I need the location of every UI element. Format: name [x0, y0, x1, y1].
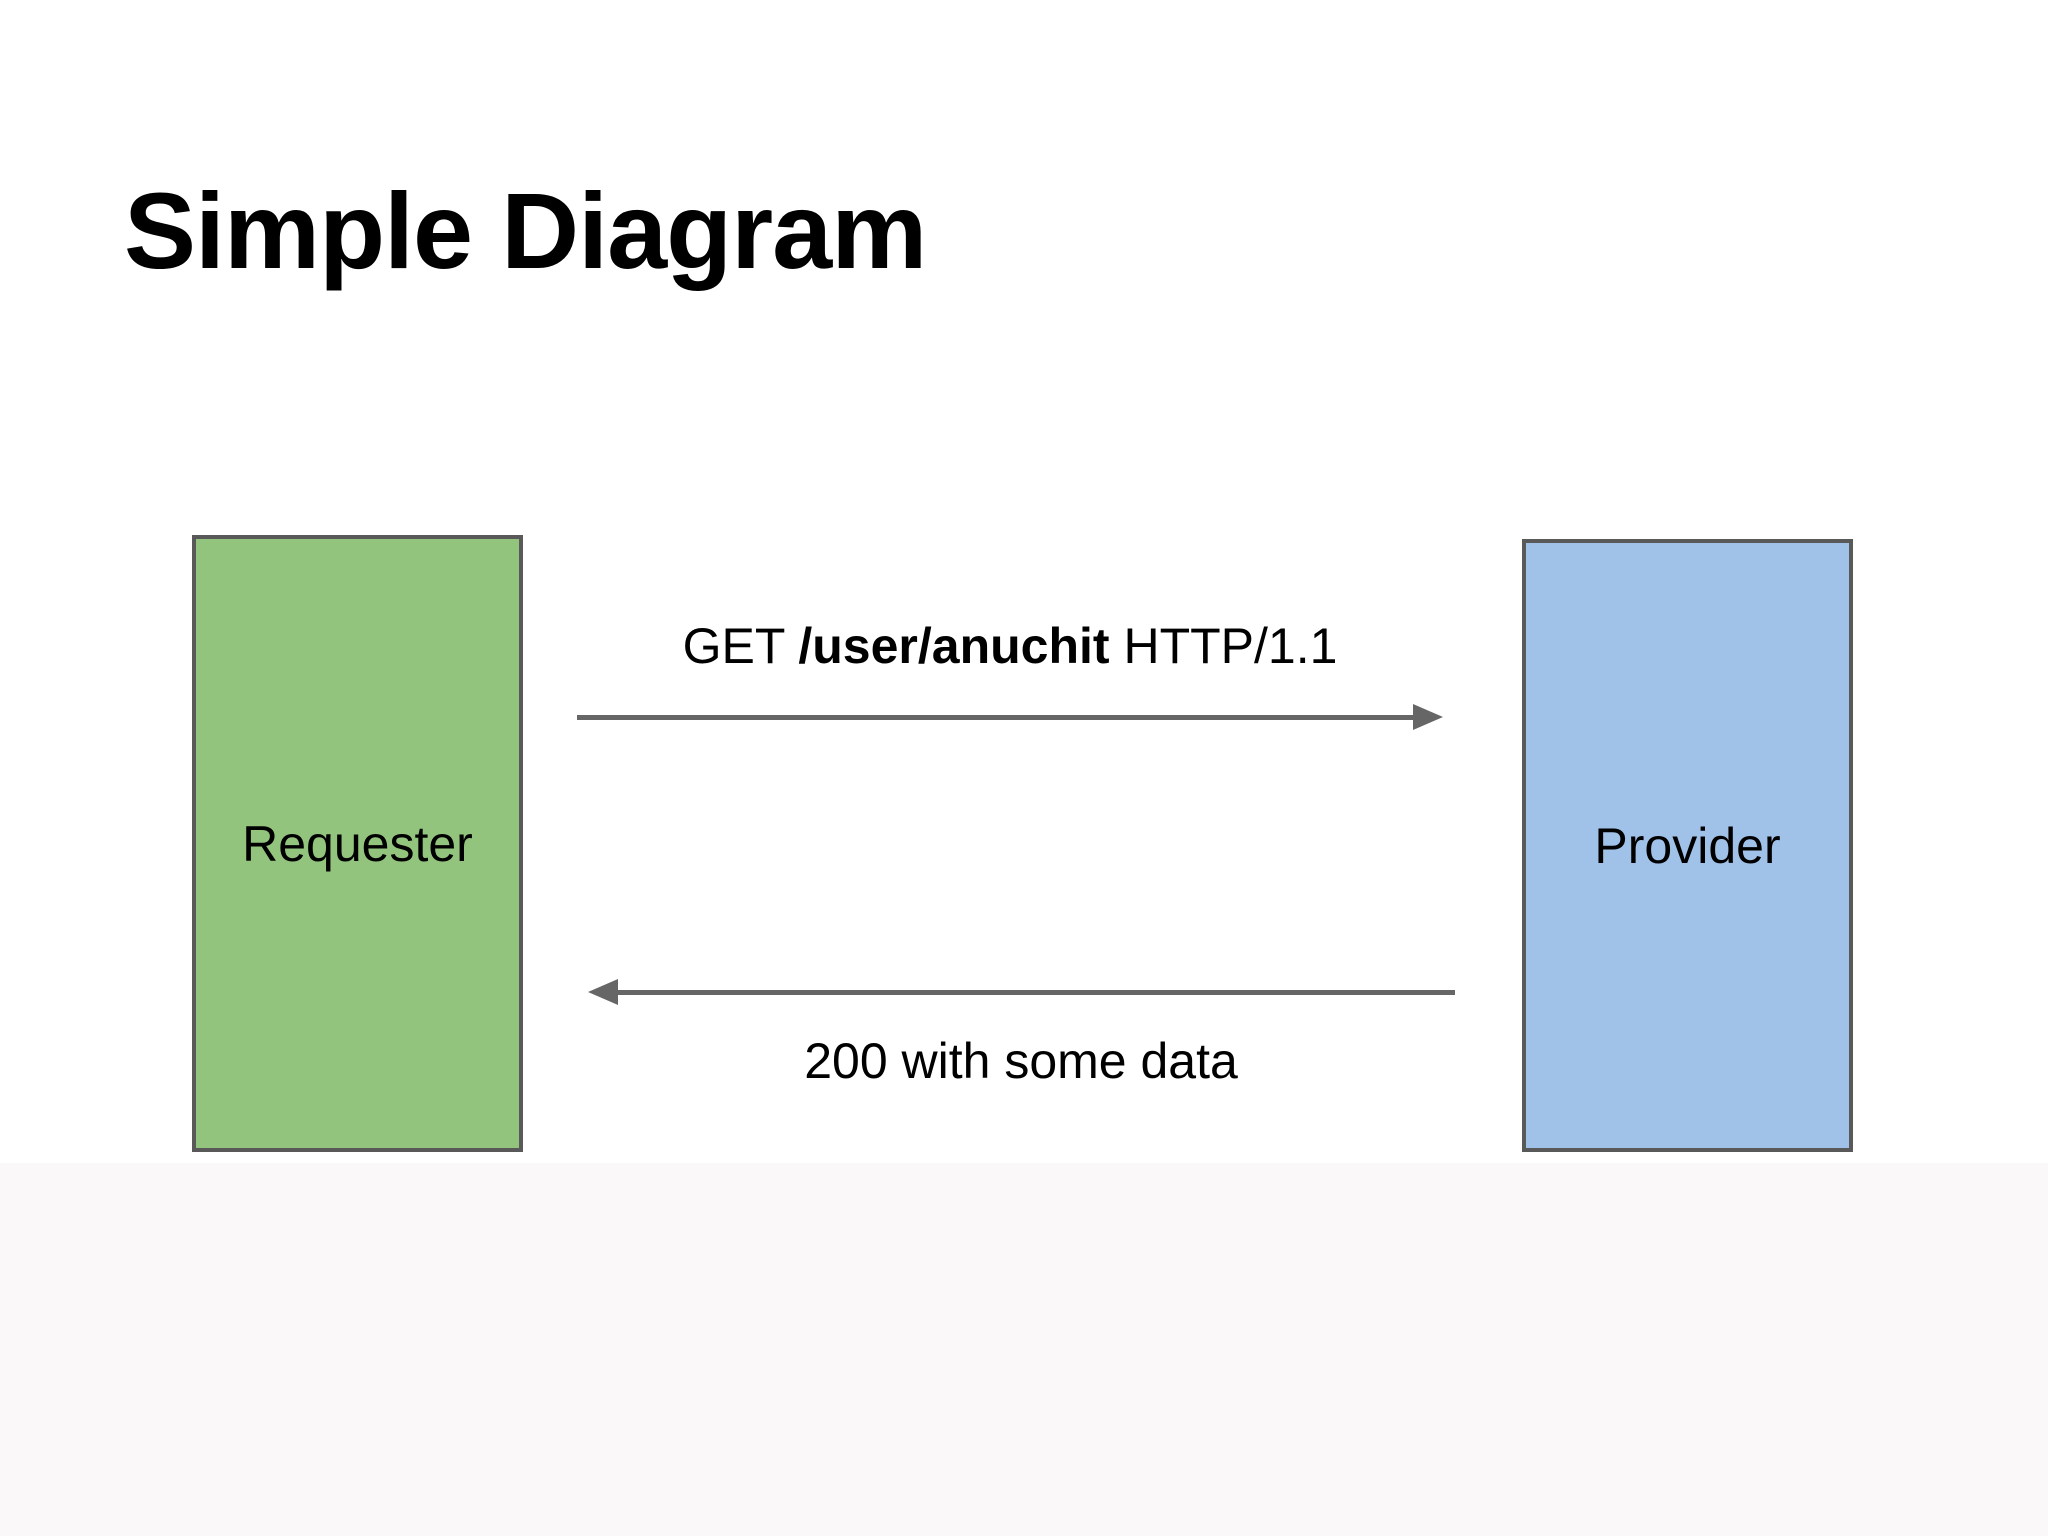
arrow-head-right-icon — [1413, 704, 1443, 730]
provider-label: Provider — [1594, 817, 1781, 874]
provider-box: Provider — [1522, 539, 1853, 1152]
request-arrow — [577, 715, 1420, 720]
requester-box: Requester — [192, 535, 523, 1152]
request-arrow-label: GET /user/anuchit HTTP/1.1 — [577, 618, 1443, 675]
response-arrow-label: 200 with some data — [804, 1033, 1238, 1089]
page-title: Simple Diagram — [124, 170, 927, 291]
arrow-head-left-icon — [588, 979, 618, 1005]
request-label-path: /user/anuchit — [798, 618, 1110, 674]
request-label-method: GET — [682, 618, 799, 674]
requester-label: Requester — [242, 815, 473, 872]
request-label-protocol: HTTP/1.1 — [1109, 618, 1338, 674]
response-arrow — [615, 990, 1455, 995]
footer-background — [0, 1163, 2048, 1536]
